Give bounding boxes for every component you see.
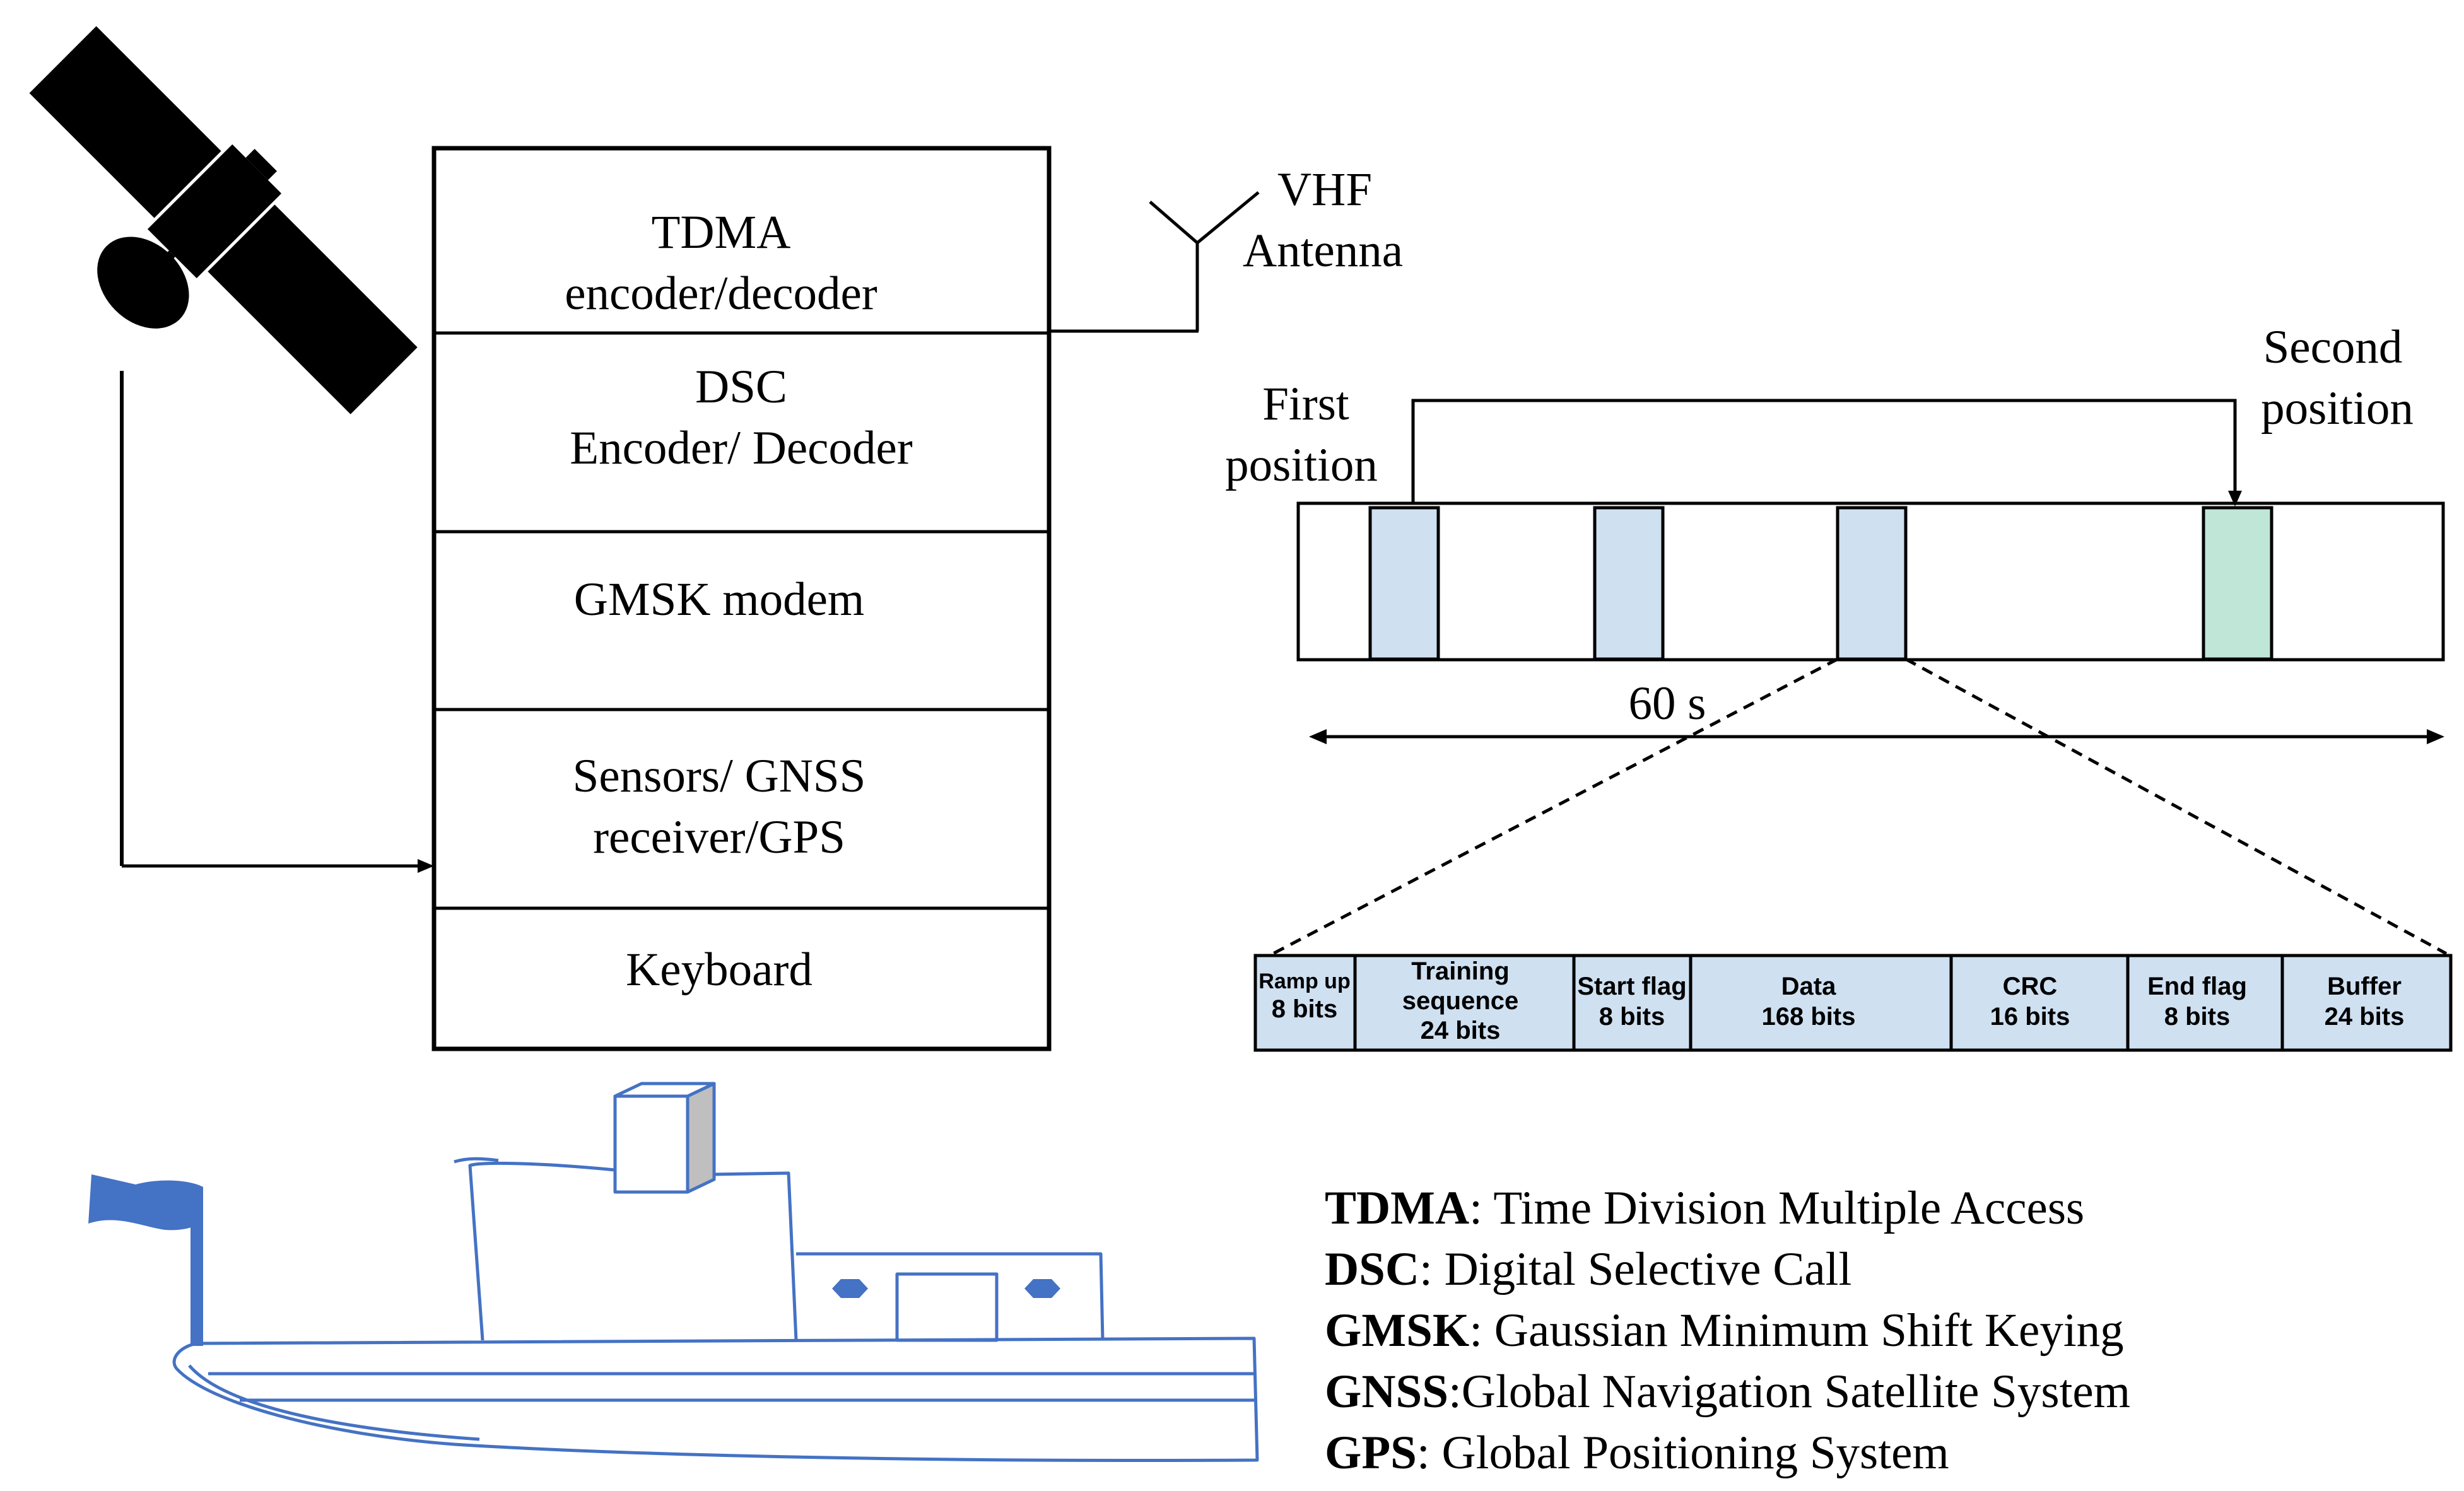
keyboard-block-label: Keyboard: [626, 944, 813, 996]
second-position-line2: position: [2261, 382, 2414, 435]
field-start-flag-name: Start flag: [1577, 973, 1686, 1000]
field-training-name-line1: Training: [1411, 957, 1510, 985]
field-data-name: Data: [1781, 973, 1836, 1000]
sensors-block-line1: Sensors/ GNSS: [573, 750, 866, 802]
field-start-flag-size: 8 bits: [1599, 1003, 1665, 1031]
antenna-label-line1: VHF: [1277, 163, 1372, 216]
sensors-block-line2: receiver/GPS: [593, 811, 845, 863]
slot-3: [1836, 506, 1908, 661]
satellite-icon: [29, 26, 418, 414]
field-ramp-up-size: 8 bits: [1272, 995, 1337, 1023]
duration-label: 60 s: [1629, 677, 1706, 730]
field-training-name-line2: sequence: [1402, 987, 1519, 1015]
abbreviation-legend: TDMA: Time Division Multiple Access DSC:…: [1325, 1182, 2130, 1479]
antenna-icon: [1049, 191, 1260, 333]
flag-icon: [88, 1174, 203, 1231]
antenna-label-line2: Antenna: [1243, 225, 1403, 277]
first-position-line2: position: [1225, 439, 1378, 491]
field-end-flag-size: 8 bits: [2164, 1003, 2230, 1031]
tdma-frame: [1296, 501, 2445, 662]
field-crc-name: CRC: [2003, 973, 2058, 1000]
packet-structure: Ramp up 8 bits Training sequence 24 bits…: [1253, 954, 2453, 1052]
zoom-lines: [1272, 657, 2448, 956]
gmsk-block-label: GMSK modem: [574, 573, 864, 626]
gnss-link-arrow: [120, 371, 434, 873]
tdma-block-line2: encoder/decoder: [565, 267, 877, 320]
legend-dsc: DSC: Digital Selective Call: [1325, 1243, 1851, 1295]
field-buffer-size: 24 bits: [2325, 1003, 2405, 1031]
duration-arrow: [1309, 729, 2444, 744]
position-bracket-arrow: [1411, 399, 2242, 506]
transceiver-stack: TDMA encoder/decoder DSC Encoder/ Decode…: [431, 146, 1052, 1051]
flag-pole: [191, 1187, 203, 1346]
slot-second-position: [2202, 506, 2273, 661]
dsc-block-line1: DSC: [695, 361, 787, 413]
legend-tdma: TDMA: Time Division Multiple Access: [1325, 1182, 2084, 1234]
legend-gnss: GNSS:Global Navigation Satellite System: [1325, 1365, 2130, 1418]
dsc-block-line2: Encoder/ Decoder: [570, 422, 912, 474]
legend-gps: GPS: Global Positioning System: [1325, 1427, 1949, 1479]
legend-gmsk: GMSK: Gaussian Minimum Shift Keying: [1325, 1304, 2124, 1357]
slot-2: [1593, 506, 1665, 661]
second-position-line1: Second: [2263, 321, 2403, 373]
first-position-line1: First: [1262, 378, 1349, 430]
field-training-size: 24 bits: [1421, 1017, 1501, 1044]
tdma-block-line1: TDMA: [652, 206, 791, 259]
ship-icon: [88, 1082, 1259, 1463]
field-crc-size: 16 bits: [1990, 1003, 2070, 1031]
field-buffer-name: Buffer: [2327, 973, 2402, 1000]
field-data-size: 168 bits: [1762, 1003, 1856, 1031]
field-end-flag-name: End flag: [2147, 973, 2247, 1000]
slot-first-position: [1368, 506, 1440, 661]
field-ramp-up-name: Ramp up: [1258, 969, 1350, 993]
